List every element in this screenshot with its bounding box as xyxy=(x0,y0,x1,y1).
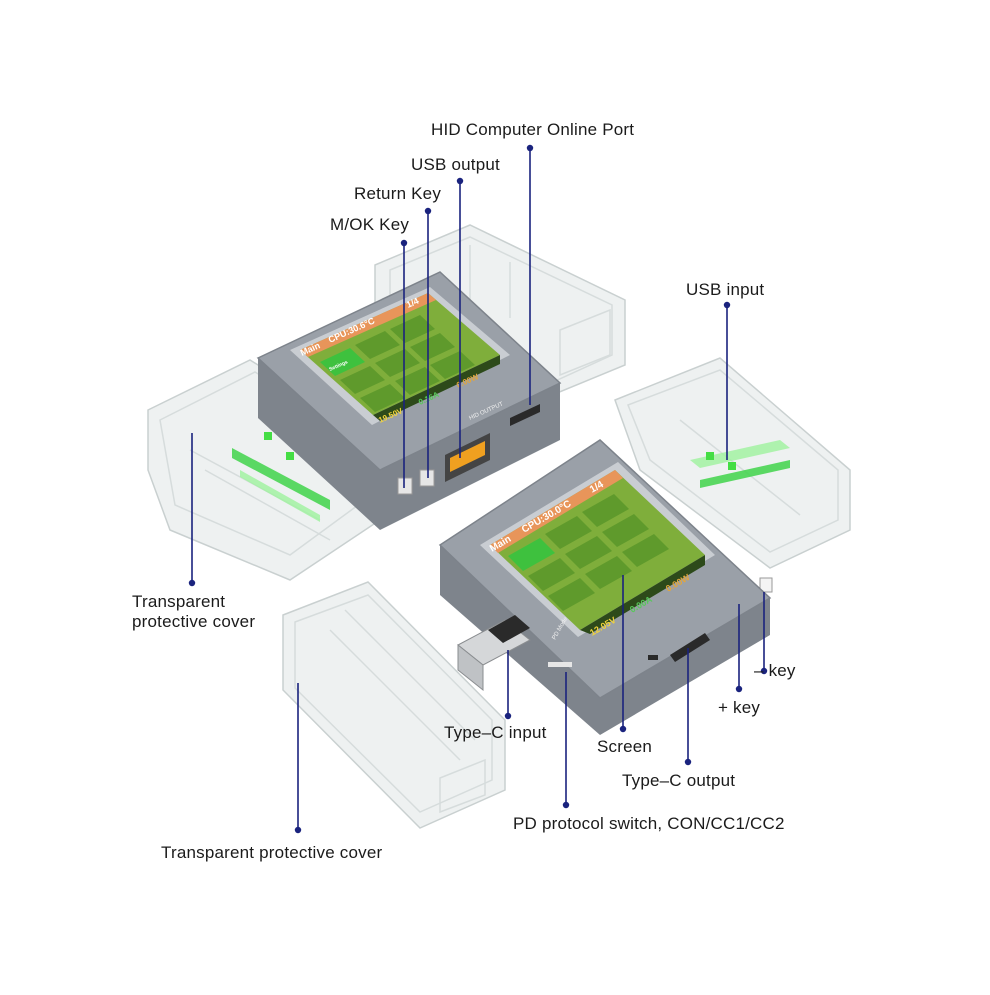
device-b-screen xyxy=(490,470,705,634)
label-pd-protocol-switch: PD protocol switch, CON/CC1/CC2 xyxy=(513,814,785,833)
device-a-screen xyxy=(300,293,500,421)
label-transparent-cover-bottom: Transparent protective cover xyxy=(161,843,383,862)
label-mok-key: M/OK Key xyxy=(330,215,410,234)
label-transparent-cover-left: Transparent protective cover xyxy=(132,592,255,632)
device-a: Main CPU:30.6°C 1/4 19.50V 0.16A 0.00W S… xyxy=(256,271,562,530)
label-transparent-cover-left-line2: protective cover xyxy=(132,612,256,631)
device-a-usb-output-port xyxy=(445,433,490,482)
label-typec-output: Type–C output xyxy=(622,771,736,790)
device-b-pd-switch xyxy=(548,662,572,667)
cover-bottom-loose xyxy=(282,581,506,829)
label-plus-key: + key xyxy=(718,698,761,717)
device-a-hid-port xyxy=(510,404,540,426)
label-transparent-cover-left-line1: Transparent xyxy=(132,592,226,611)
label-minus-key: – key xyxy=(754,661,796,680)
cover-right-attached xyxy=(614,357,851,605)
device-a-return-key xyxy=(419,469,435,487)
device-a-mok-key xyxy=(397,477,413,495)
leader-lines xyxy=(188,144,768,834)
label-screen: Screen xyxy=(597,737,653,756)
label-typec-input: Type–C input xyxy=(444,723,547,742)
label-usb-output: USB output xyxy=(411,155,500,174)
device-b-minus-key xyxy=(759,577,773,593)
label-hid-computer-online-port: HID Computer Online Port xyxy=(431,120,635,139)
device-b: Main CPU:30.0°C 1/4 12.05V 0.00A 0.00W P… xyxy=(438,439,772,735)
label-return-key: Return Key xyxy=(354,184,442,203)
device-a-header-page: 1/4 xyxy=(405,296,421,310)
device-b-indicator xyxy=(648,655,658,660)
label-usb-input: USB input xyxy=(686,280,765,299)
device-b-typec-plug xyxy=(457,615,531,692)
device-b-typec-output-port xyxy=(670,633,710,662)
